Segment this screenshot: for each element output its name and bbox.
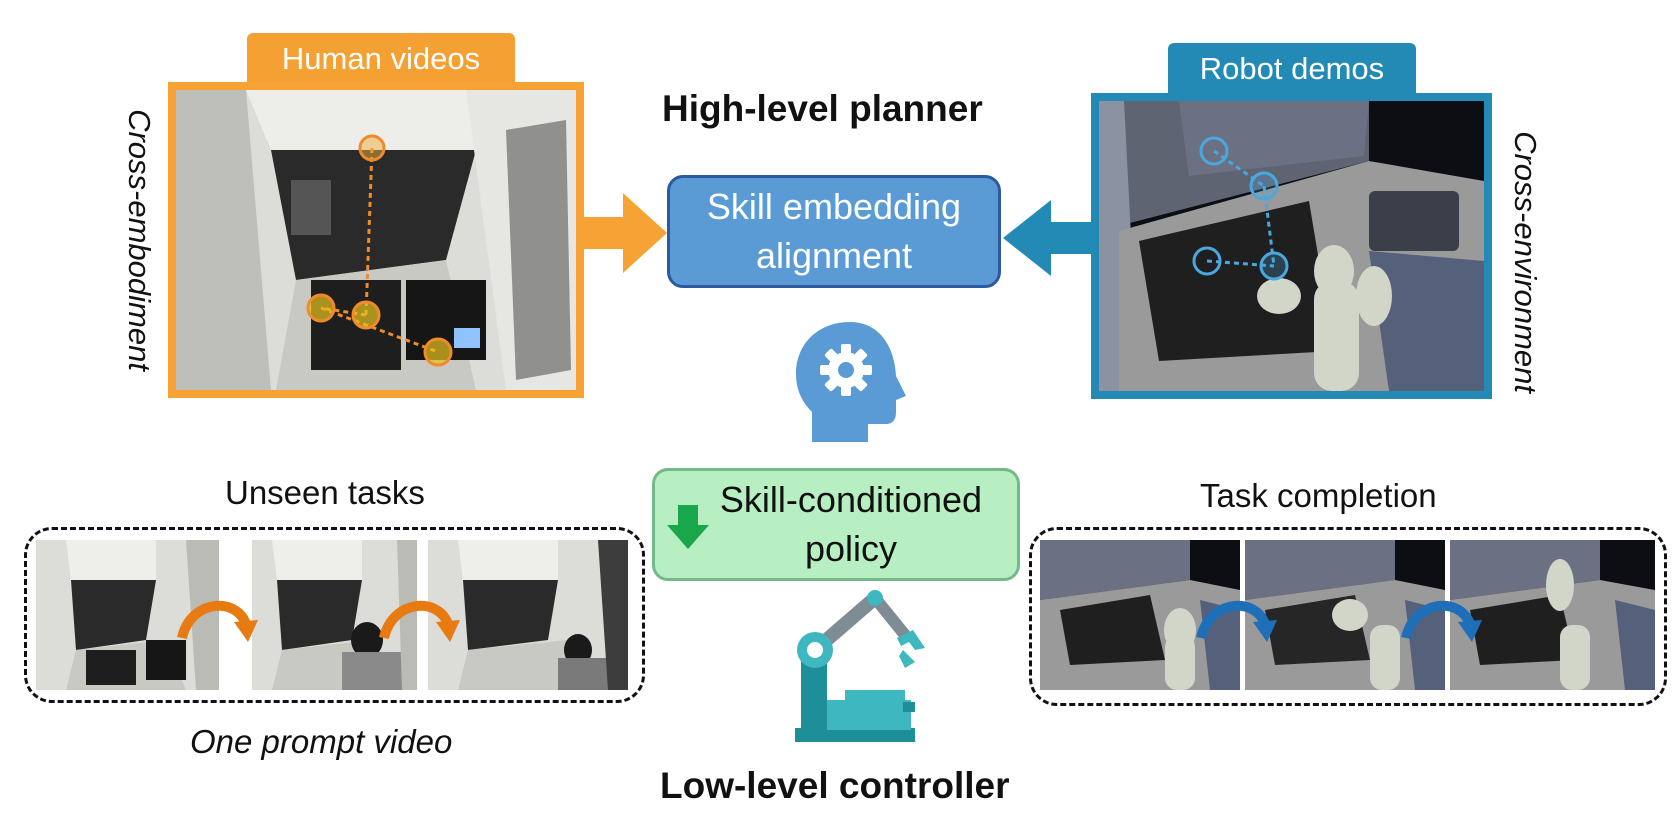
robot-frame-2 (1245, 540, 1445, 690)
robot-demos-tag: Robot demos (1168, 43, 1416, 95)
unseen-tasks-title: Unseen tasks (225, 474, 425, 511)
arrow-left-icon (1003, 200, 1095, 276)
cross-embodiment-label: Cross-embodiment (122, 109, 157, 371)
cross-environment-label: Cross-environment (1508, 131, 1543, 393)
robot-demo-frame (1091, 93, 1492, 399)
arrow-down-icon (667, 505, 709, 549)
curved-arrow-icon (177, 600, 258, 642)
robot-frame-3 (1450, 540, 1655, 690)
robot-frame-1 (1040, 540, 1240, 690)
human-video-frame (168, 82, 584, 398)
task-completion-title: Task completion (1200, 477, 1437, 514)
arrow-right-icon (581, 193, 667, 273)
curved-arrow-icon (1196, 600, 1277, 642)
high-level-planner-heading: High-level planner (662, 88, 983, 129)
skill-conditioned-policy-box: Skill-conditioned policy (652, 468, 1020, 581)
human-videos-tag: Human videos (247, 33, 515, 85)
robot-demos-label: Robot demos (1199, 51, 1385, 86)
prompt-frame-2 (252, 540, 417, 690)
task-completion-container (1029, 527, 1667, 706)
skill-embedding-line2: alignment (755, 234, 913, 276)
prompt-frame-3 (428, 540, 628, 690)
one-prompt-video-caption: One prompt video (190, 723, 453, 760)
low-level-controller-heading: Low-level controller (660, 765, 1010, 806)
curved-arrow-icon (1401, 600, 1482, 642)
human-kitchen-image (176, 90, 576, 390)
policy-line1: Skill-conditioned (719, 478, 983, 520)
unseen-tasks-container (24, 527, 645, 703)
human-videos-label: Human videos (281, 41, 481, 76)
skill-embedding-line1: Skill embedding (706, 185, 962, 227)
curved-arrow-icon (379, 600, 460, 642)
brain-gear-icon (796, 322, 906, 442)
policy-line2: policy (804, 527, 898, 569)
robot-arm-icon (795, 590, 925, 742)
skill-embedding-box: Skill embedding alignment (667, 175, 1001, 288)
robot-kitchen-image (1099, 101, 1484, 391)
